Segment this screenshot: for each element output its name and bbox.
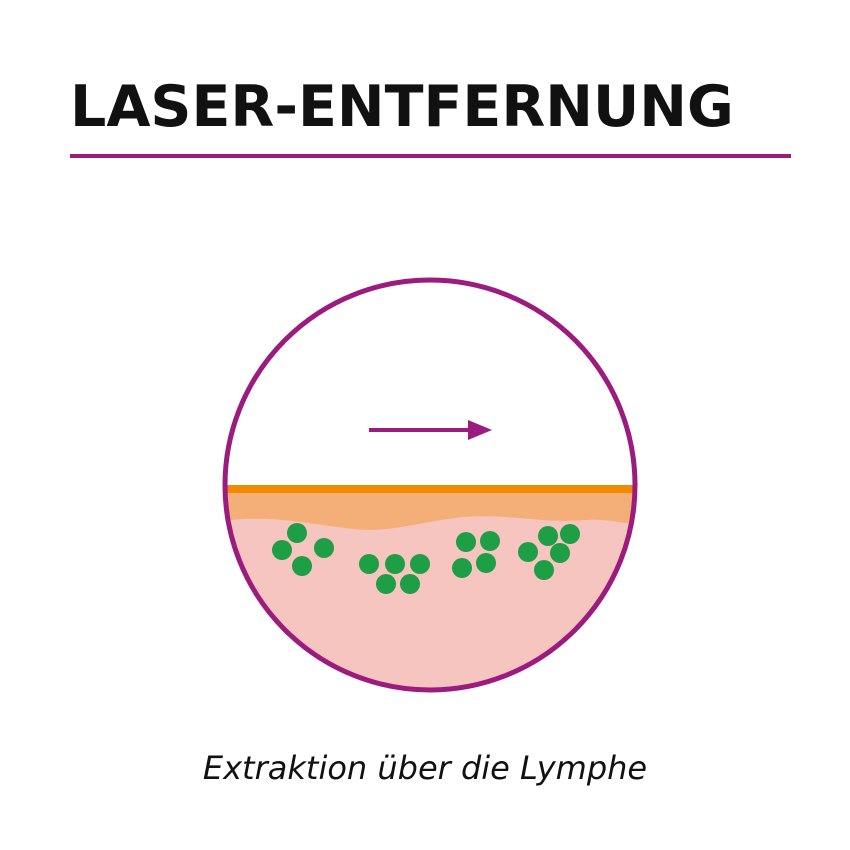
page-title: LASER-ENTFERNUNG bbox=[70, 74, 734, 140]
pigment-particle bbox=[550, 543, 570, 563]
pigment-particle bbox=[359, 554, 379, 574]
skin-surface-line bbox=[225, 485, 635, 493]
pigment-particle bbox=[272, 540, 292, 560]
pigment-cluster-2 bbox=[359, 554, 430, 594]
pigment-cluster-1 bbox=[272, 523, 334, 576]
pigment-particle bbox=[292, 556, 312, 576]
pigment-particle bbox=[518, 542, 538, 562]
epidermis-layer bbox=[225, 490, 635, 530]
pigment-particle bbox=[410, 554, 430, 574]
pigment-particle bbox=[287, 523, 307, 543]
pigment-particle bbox=[560, 524, 580, 544]
dermis-layer bbox=[225, 490, 635, 690]
pigment-cluster-4 bbox=[518, 524, 580, 580]
pigment-particle bbox=[476, 553, 496, 573]
pigment-particle bbox=[480, 531, 500, 551]
pigment-particle bbox=[538, 526, 558, 546]
pigment-particle bbox=[452, 558, 472, 578]
pigment-particle bbox=[400, 574, 420, 594]
pigment-cluster-3 bbox=[452, 531, 500, 578]
skin-layers bbox=[225, 485, 635, 690]
magnifier-circle-outline bbox=[222, 277, 638, 693]
illustration-caption: Extraktion über die Lymphe bbox=[202, 749, 648, 787]
pigment-particle bbox=[385, 554, 405, 574]
pigment-particle bbox=[534, 560, 554, 580]
title-divider bbox=[70, 154, 791, 158]
pigment-particle bbox=[376, 574, 396, 594]
pigment-particle bbox=[456, 532, 476, 552]
arrow-right-icon bbox=[369, 420, 492, 440]
pigment-particle bbox=[314, 538, 334, 558]
